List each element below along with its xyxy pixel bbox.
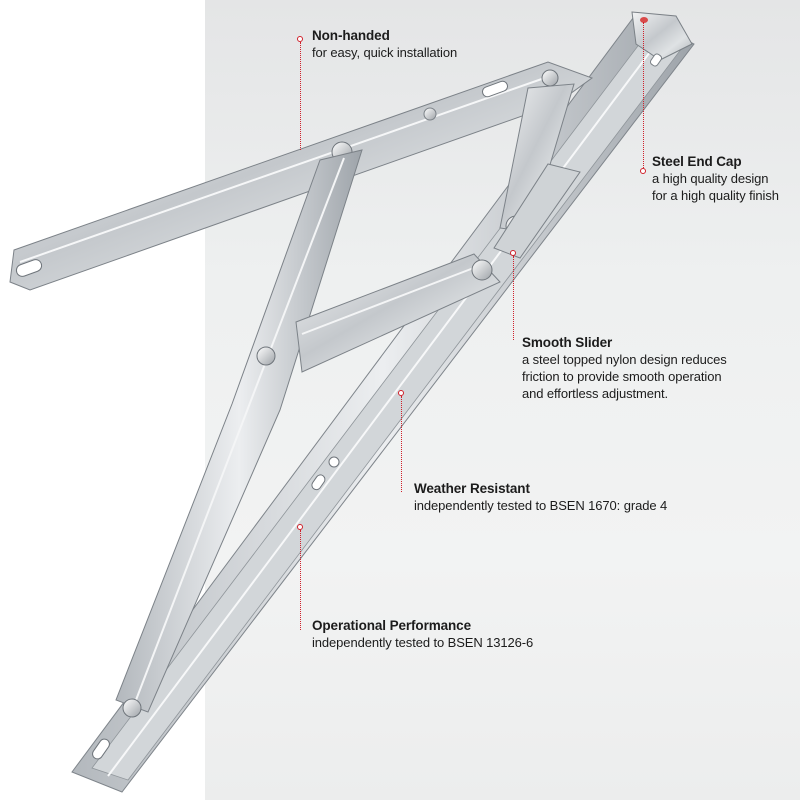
dot-slider (510, 250, 516, 256)
callout-non-handed: Non-handed for easy, quick installation (312, 27, 457, 61)
leader-non-handed (300, 42, 301, 150)
callout-desc-line: independently tested to BSEN 13126-6 (312, 635, 534, 650)
leader-slider (513, 256, 514, 340)
dot-non-handed (297, 36, 303, 42)
callout-title: Smooth Slider (522, 335, 613, 350)
stay-arm (295, 253, 501, 373)
track-mount-slots (92, 456, 340, 760)
callout-desc-line: independently tested to BSEN 1670: grade… (414, 498, 668, 513)
callout-desc-line: friction to provide smooth operation (522, 369, 722, 384)
callout-end-cap: Steel End Cap a high quality design for … (652, 153, 779, 204)
callout-title: Operational Performance (312, 618, 472, 633)
steel-end-cap (631, 11, 693, 67)
callout-desc-line: a steel topped nylon design reduces (522, 352, 727, 367)
background-panel (205, 0, 800, 800)
callout-desc-line: for a high quality finish (652, 188, 779, 203)
dot-end-cap (640, 168, 646, 174)
long-link-arm (115, 149, 363, 718)
callout-title: Steel End Cap (652, 154, 742, 169)
callout-slider: Smooth Slider a steel topped nylon desig… (522, 334, 727, 402)
dot-performance (297, 524, 303, 530)
callout-title: Non-handed (312, 28, 390, 43)
callout-desc-line: for easy, quick installation (312, 45, 458, 60)
callout-desc-line: a high quality design (652, 171, 769, 186)
callout-desc-line: and effortless adjustment. (522, 386, 669, 401)
callout-weather: Weather Resistant independently tested t… (414, 480, 667, 514)
leader-weather (401, 396, 402, 492)
callout-performance: Operational Performance independently te… (312, 617, 533, 651)
dot-weather (398, 390, 404, 396)
leader-performance (300, 530, 301, 630)
callout-title: Weather Resistant (414, 481, 530, 496)
smooth-slider (493, 163, 581, 259)
leader-end-cap (643, 22, 644, 172)
